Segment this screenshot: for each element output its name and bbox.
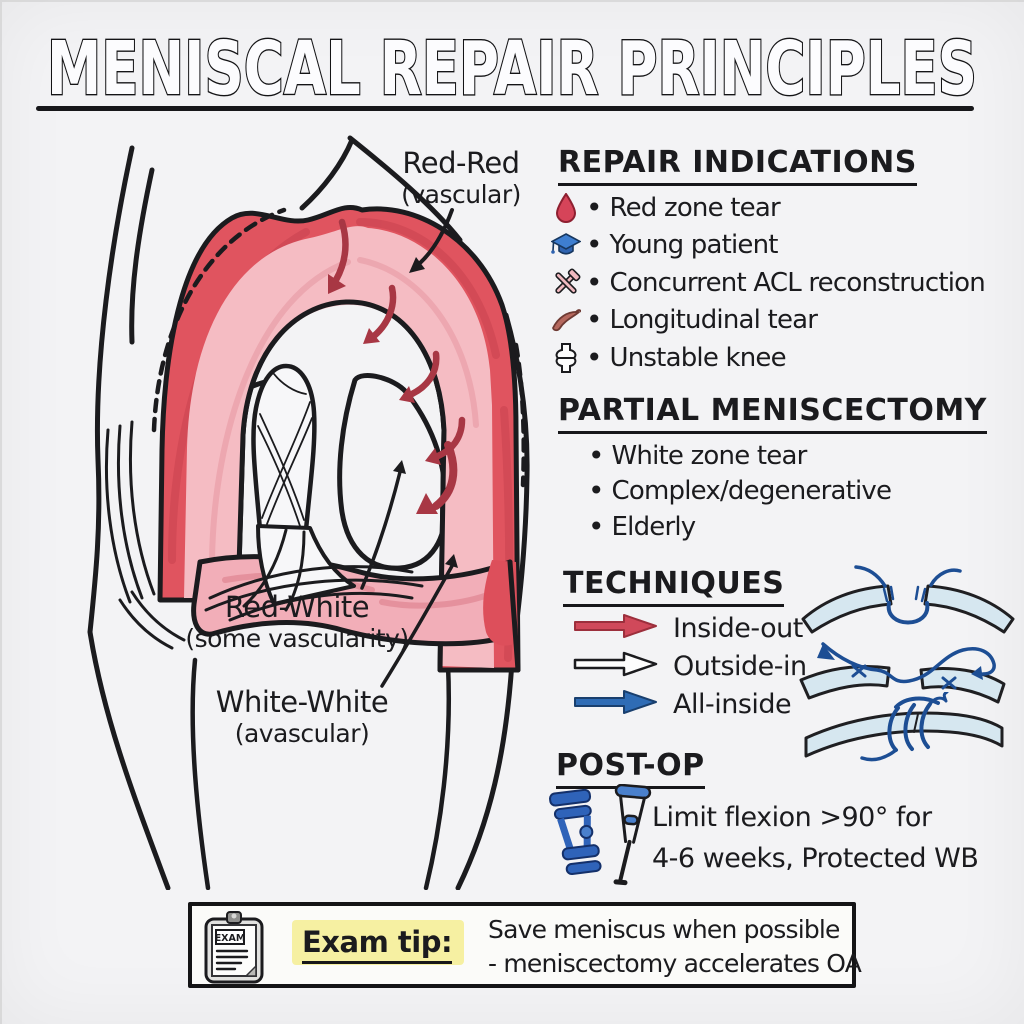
- knee-brace-icon: [549, 788, 602, 875]
- exam-tip-line2: - meniscectomy accelerates OA: [488, 949, 862, 978]
- repair-indications-heading: REPAIR INDICATIONS: [558, 145, 917, 186]
- partial-meniscectomy-heading: PARTIAL MENISCECTOMY: [558, 393, 987, 434]
- suture-all-inside-illustration: [804, 692, 1004, 762]
- list-item-label: Young patient: [609, 230, 779, 261]
- exam-tip-box: EXAM Exam tip: Save meniscus when possib…: [188, 902, 862, 988]
- list-item-label: Red zone tear: [609, 192, 781, 223]
- zone-name: Red-Red: [402, 146, 520, 180]
- exam-tip-highlight: Exam tip:: [292, 920, 465, 965]
- suture-inside-out-illustration: [801, 565, 1015, 634]
- list-item-label: Elderly: [611, 511, 697, 542]
- list-item: • White zone tear: [588, 438, 808, 472]
- inside-out-arrow-icon: [572, 611, 660, 645]
- crutch-icon: [613, 784, 652, 886]
- technique-item: Outside-in: [572, 648, 807, 684]
- list-item: • Complex/degenerative: [588, 474, 893, 508]
- technique-item: All-inside: [572, 686, 792, 722]
- post-op-heading: POST-OP: [556, 748, 705, 789]
- list-item-label: Concurrent ACL reconstruction: [609, 267, 986, 298]
- technique-item: Inside-out: [572, 610, 803, 646]
- blood-drop-icon: [550, 192, 582, 223]
- list-item: • Elderly: [588, 509, 697, 543]
- zone-label-white-white: White-White (avascular): [162, 685, 442, 749]
- repair-indications-list: • Red zone tear • Young patient: [550, 189, 986, 377]
- post-op-line1: Limit flexion >90° for: [652, 802, 932, 833]
- outside-in-arrow-icon: [572, 649, 660, 683]
- surgical-tools-icon: [550, 268, 582, 298]
- zone-label-red-red: Red-Red (vascular): [351, 146, 571, 210]
- list-item-label: White zone tear: [611, 440, 808, 471]
- zone-subtitle: (avascular): [234, 719, 370, 749]
- knee-joint-icon: [550, 342, 582, 373]
- graduation-cap-icon: [550, 232, 582, 259]
- list-item: • Unstable knee: [550, 339, 985, 377]
- page-title: MENISCAL REPAIR PRINCIPLES: [46, 26, 979, 113]
- title-underline: [36, 106, 974, 111]
- curved-tear-icon: [550, 308, 582, 332]
- label-pointer-arrows: [360, 208, 454, 688]
- zone-name: Red-White: [224, 590, 370, 624]
- list-item-label: Complex/degenerative: [611, 476, 893, 507]
- list-item: • Concurrent ACL reconstruction: [550, 264, 986, 302]
- knee-anatomy-illustration: [87, 135, 530, 890]
- list-item: • Young patient: [550, 227, 985, 265]
- technique-label: Inside-out: [673, 612, 803, 644]
- list-item: • Red zone tear: [550, 189, 985, 227]
- page-title-text: MENISCAL REPAIR PRINCIPLES: [47, 26, 977, 112]
- post-op-line2: 4-6 weeks, Protected WB: [652, 843, 979, 874]
- exam-tip-line1: Save meniscus when possible: [488, 915, 840, 944]
- cruciate-ligaments: [204, 363, 424, 622]
- exam-clipboard-icon: EXAM: [204, 911, 264, 984]
- zone-subtitle: (some vascularity): [185, 624, 409, 654]
- techniques-heading: TECHNIQUES: [563, 566, 785, 607]
- exam-tip-label: Exam tip:: [302, 925, 453, 964]
- vascular-flow-arrows: [332, 218, 466, 510]
- technique-label: All-inside: [673, 688, 792, 720]
- exam-tip-text: Save meniscus when possible - meniscecto…: [488, 913, 862, 981]
- list-item-label: Unstable knee: [609, 342, 787, 373]
- zone-label-red-white: Red-White (some vascularity): [157, 590, 437, 654]
- partial-meniscectomy-list: • White zone tear • Complex/degenerative…: [584, 438, 893, 545]
- exam-badge-text: EXAM: [215, 933, 246, 944]
- list-item: • Longitudinal tear: [550, 302, 985, 340]
- zone-subtitle: (vascular): [401, 180, 521, 210]
- all-inside-arrow-icon: [572, 687, 660, 721]
- list-item-label: Longitudinal tear: [609, 305, 818, 336]
- technique-label: Outside-in: [673, 650, 807, 682]
- zone-name: White-White: [215, 685, 389, 719]
- suture-outside-in-illustration: [799, 642, 1006, 704]
- post-op-instructions: Limit flexion >90° for 4-6 weeks, Protec…: [652, 797, 979, 879]
